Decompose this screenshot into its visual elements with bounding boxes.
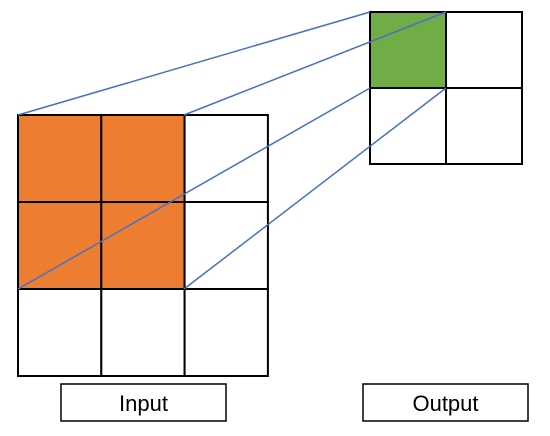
output-cell-r0-c1 (445, 11, 523, 89)
output-cell-r1-c1 (445, 87, 523, 165)
projection-line-bottom-left (17, 87, 371, 290)
projection-lines (17, 11, 447, 290)
input-cell-r1-c2 (183, 201, 269, 290)
projection-line-top-right (183, 11, 447, 116)
input-cell-r2-c1 (100, 288, 186, 377)
output-cell-r1-c0 (369, 87, 447, 165)
input-cell-r1-c0-highlighted (17, 201, 103, 290)
output-label-text: Output (412, 391, 478, 416)
output-grid (369, 11, 523, 165)
input-label: Input (60, 383, 227, 422)
input-cell-r2-c2 (183, 288, 269, 377)
input-cell-r0-c2 (183, 114, 269, 203)
input-label-text: Input (119, 391, 168, 416)
input-cell-r0-c0-highlighted (17, 114, 103, 203)
output-label: Output (362, 383, 529, 422)
output-label-box (362, 383, 529, 422)
input-grid (17, 114, 269, 377)
projection-line-bottom-right (183, 87, 447, 290)
projection-line-top-left (17, 11, 371, 116)
input-cell-r0-c1-highlighted (100, 114, 186, 203)
input-cell-r2-c0 (17, 288, 103, 377)
input-cell-r1-c1-highlighted (100, 201, 186, 290)
input-label-box (60, 383, 227, 422)
output-cell-r0-c0-highlighted (369, 11, 447, 89)
